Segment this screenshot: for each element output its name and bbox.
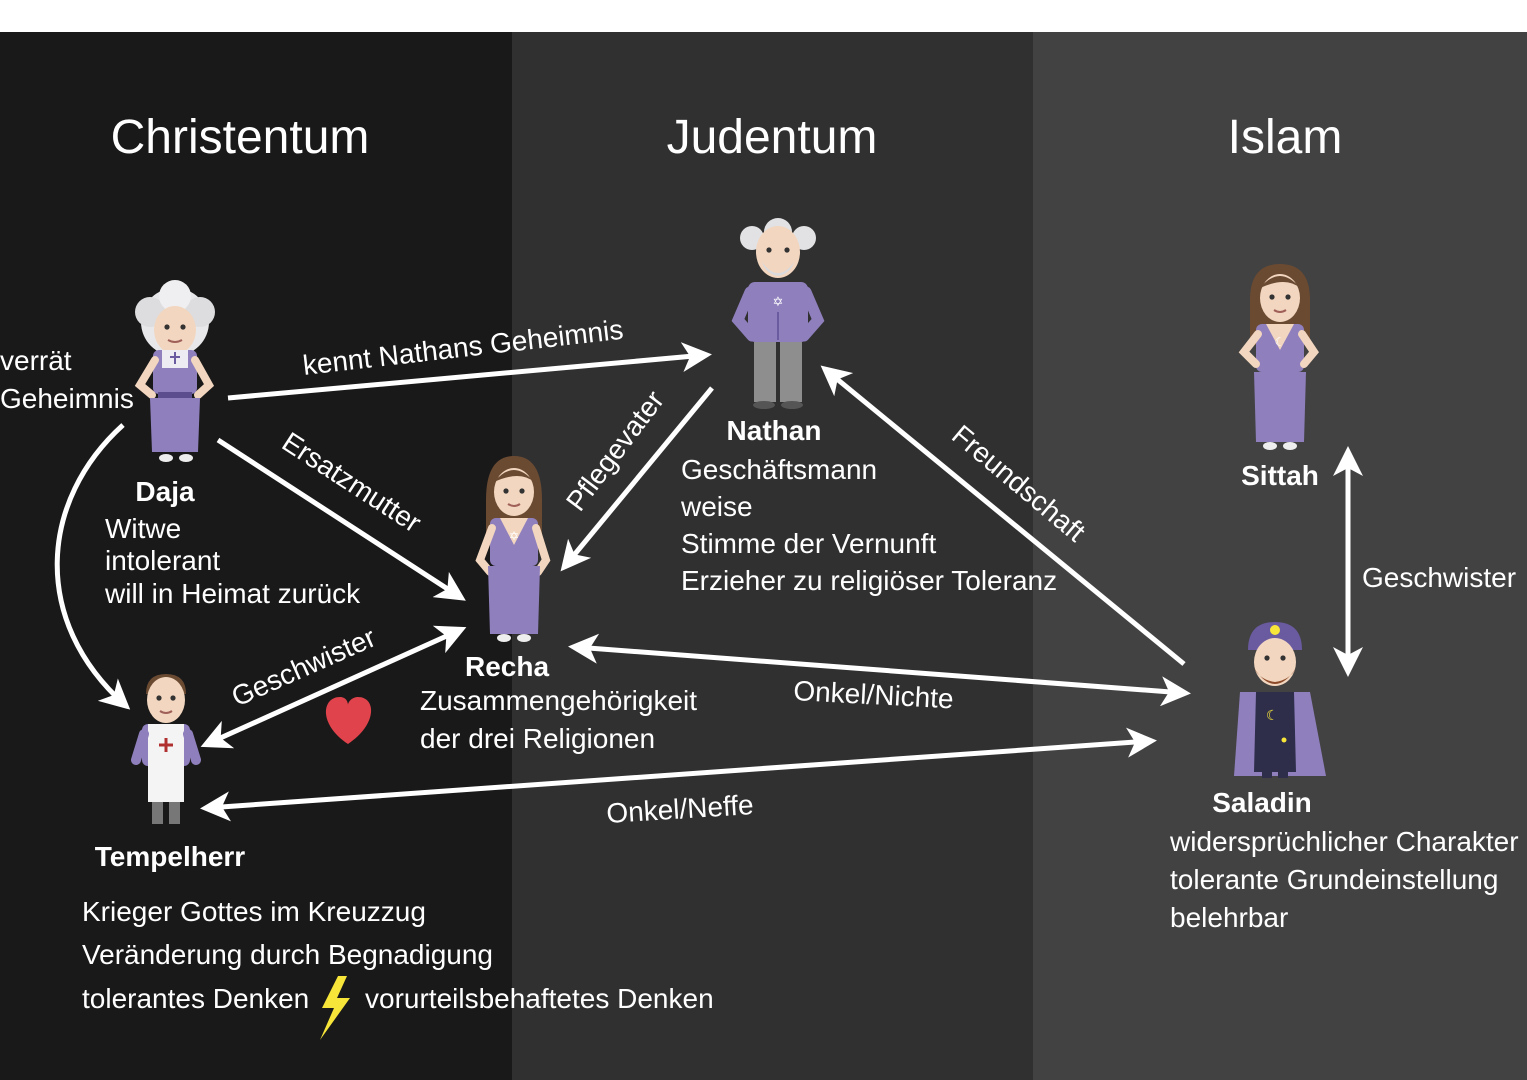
trait-nathan-3: Stimme der Vernunft (681, 528, 936, 559)
svg-text:✡: ✡ (509, 529, 519, 543)
trait-recha-1: Zusammengehörigkeit (420, 685, 697, 716)
heading-judentum: Judentum (667, 111, 878, 164)
label-geschwister-sittah-saladin: Geschwister (1362, 562, 1516, 593)
arrow-tempelherr-recha (200, 625, 467, 749)
sittah-figure: ☾ (1238, 264, 1319, 450)
arrow-daja-to-recha (216, 437, 466, 601)
arrow-nathan-to-recha (560, 386, 714, 572)
diagram-canvas: Christentum Judentum Islam verrät Geheim… (0, 32, 1527, 1080)
trait-tempelherr-conflict-left: tolerantes Denken (82, 983, 309, 1014)
column-judentum (512, 32, 1033, 1080)
lightning-icon (320, 976, 350, 1040)
name-daja: Daja (135, 476, 195, 507)
label-onkel-neffe: Onkel/Neffe (605, 789, 754, 829)
label-kennt-nathans-geheimnis: kennt Nathans Geheimnis (301, 314, 625, 381)
heading-islam: Islam (1228, 111, 1343, 164)
label-verraet: verrät (0, 345, 72, 376)
trait-tempelherr-1: Krieger Gottes im Kreuzzug (82, 896, 426, 927)
name-saladin: Saladin (1212, 787, 1312, 818)
column-christentum (0, 32, 512, 1080)
label-onkel-nichte: Onkel/Nichte (793, 675, 955, 714)
relationship-diagram: Christentum Judentum Islam verrät Geheim… (0, 111, 1519, 1040)
label-geheimnis: Geheimnis (0, 383, 134, 414)
nathan-figure: ✡ (731, 218, 825, 409)
trait-daja-2: intolerant (105, 545, 220, 576)
arrow-saladin-to-nathan (820, 365, 1186, 666)
trait-nathan-2: weise (680, 491, 753, 522)
recha-figure: ✡ (475, 456, 551, 642)
trait-tempelherr-conflict-right: vorurteilsbehaftetes Denken (365, 983, 714, 1014)
trait-nathan-1: Geschäftsmann (681, 454, 877, 485)
arrow-daja-to-nathan (227, 342, 712, 401)
trait-saladin-3: belehrbar (1170, 902, 1288, 933)
name-nathan: Nathan (727, 415, 822, 446)
column-islam (1033, 32, 1527, 1080)
trait-recha-2: der drei Religionen (420, 723, 655, 754)
label-ersatzmutter: Ersatzmutter (277, 426, 427, 538)
name-recha: Recha (465, 651, 549, 682)
trait-daja-3: will in Heimat zurück (104, 578, 361, 609)
trait-nathan-4: Erzieher zu religiöser Toleranz (681, 565, 1057, 596)
label-pflegevater: Pflegevater (560, 385, 670, 517)
arrow-tempelherr-saladin (200, 727, 1157, 822)
trait-daja-1: Witwe (105, 513, 181, 544)
tempelherr-figure (131, 674, 201, 824)
saladin-figure: ☾ (1234, 622, 1326, 778)
name-sittah: Sittah (1241, 460, 1319, 491)
heart-icon (325, 697, 372, 744)
name-tempelherr: Tempelherr (95, 841, 246, 872)
heading-christentum: Christentum (111, 111, 370, 164)
trait-saladin-1: widersprüchlicher Charakter (1169, 826, 1519, 857)
arrow-daja-to-tempelherr (54, 423, 131, 710)
svg-text:✡: ✡ (773, 294, 784, 309)
daja-figure (134, 280, 215, 462)
svg-text:☾: ☾ (1266, 707, 1279, 723)
arrow-recha-saladin (568, 633, 1191, 707)
trait-tempelherr-2: Veränderung durch Begnadigung (82, 939, 493, 970)
svg-text:☾: ☾ (1275, 335, 1286, 349)
trait-saladin-2: tolerante Grundeinstellung (1170, 864, 1498, 895)
